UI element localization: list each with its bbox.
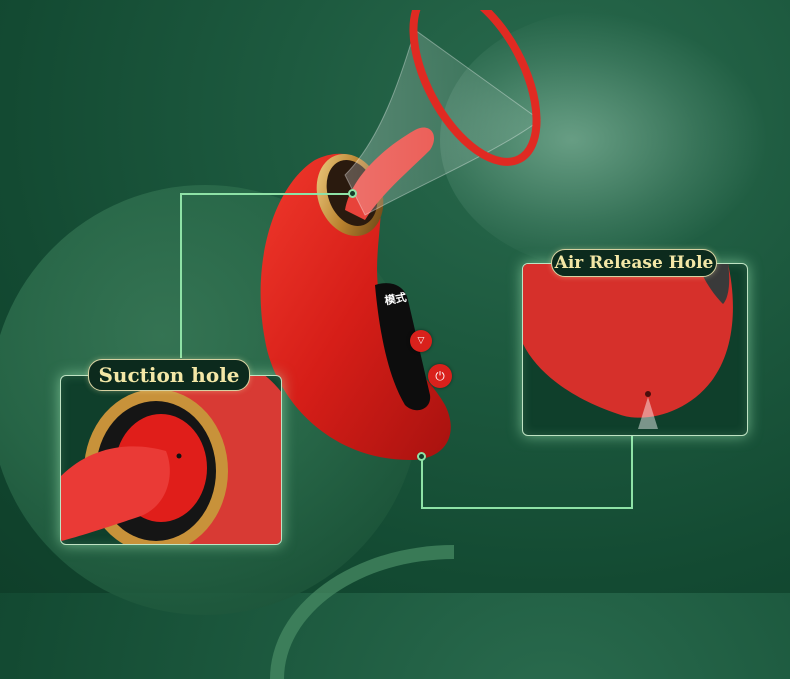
power-icon: ⏻ [435,368,445,383]
device-display: 模式 [384,290,417,324]
display-mode-text: 模式 [383,290,408,308]
suction-hole-callout [60,375,282,545]
air-release-point-marker [417,452,426,461]
suction-hole-label: Suction hole [88,359,250,391]
power-button[interactable]: ⏻ [428,364,452,388]
mode-triangle-icon: ▽ [417,336,425,346]
mode-button[interactable]: ▽ [410,330,432,352]
suction-point-marker [348,189,357,198]
air-release-hole-callout [522,263,748,436]
air-leader-vertical-callout [631,434,633,509]
device-body [260,10,541,460]
product-feature-illustration: 模式 ▽ ⏻ Suction hole A [0,10,770,679]
air-leader-horizontal [421,507,633,509]
suction-hole-closeup [61,376,281,544]
air-leader-vertical-device [421,458,423,508]
suction-leader-vertical [180,193,182,358]
air-release-closeup [523,264,733,429]
air-release-hole-label: Air Release Hole [551,249,717,277]
suction-leader-horizontal [180,193,352,195]
